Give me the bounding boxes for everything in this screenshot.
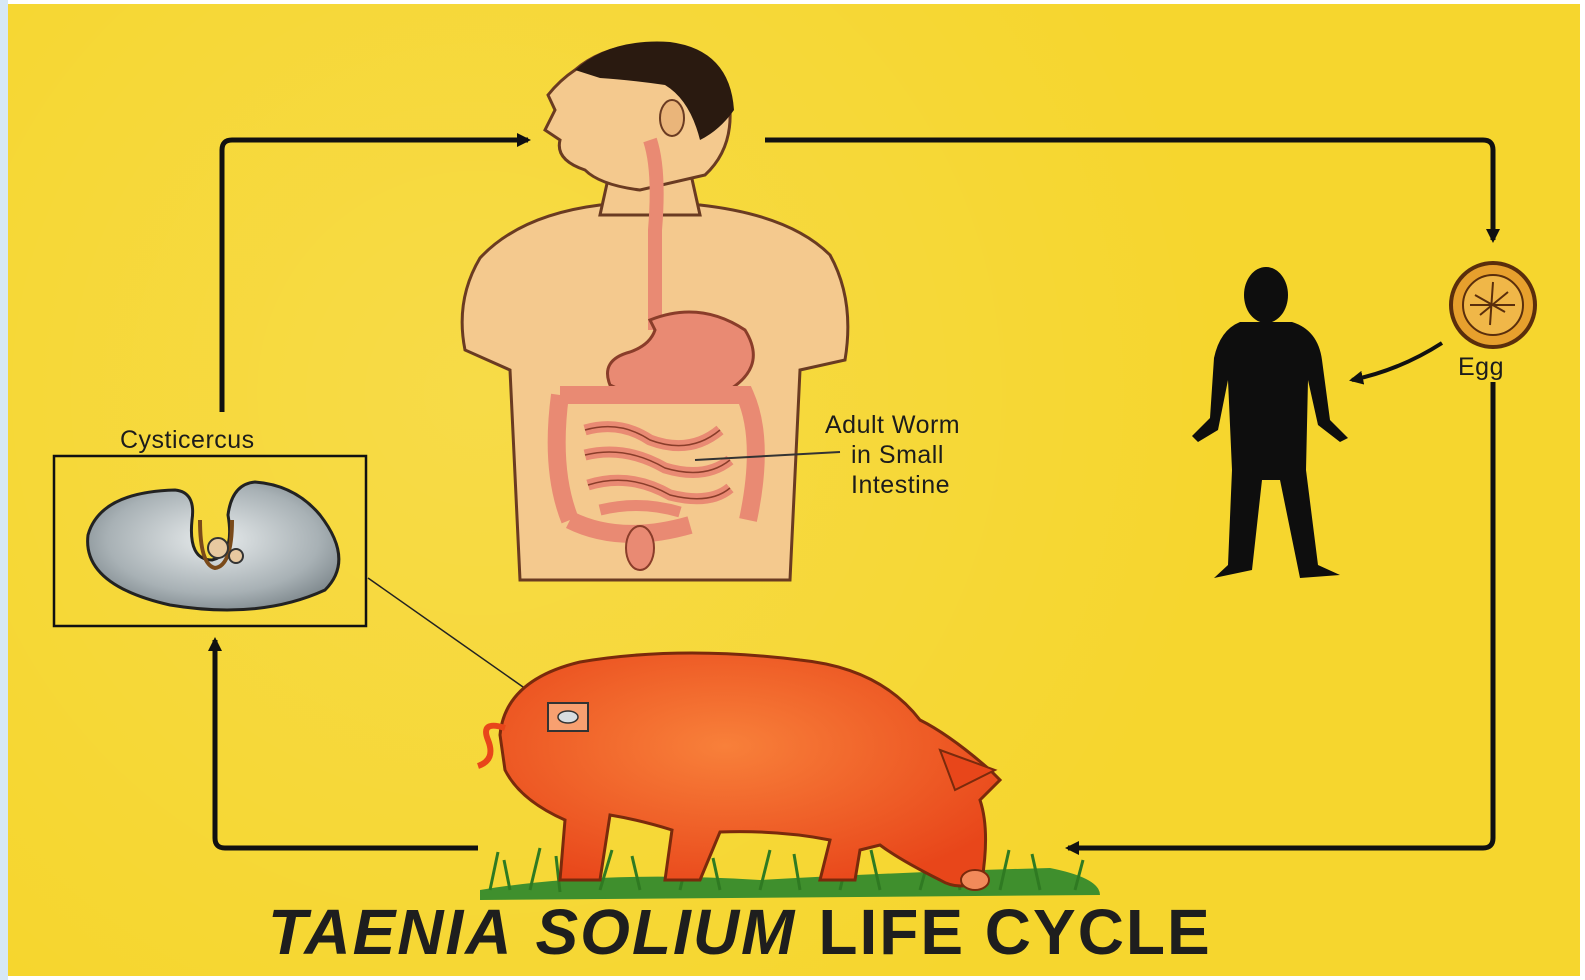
- arrow-egg-to-silhouette: [1352, 343, 1442, 380]
- title-part-life-cycle: LIFE CYCLE: [818, 896, 1211, 968]
- human-figure: [462, 42, 848, 580]
- egg-illustration: [1451, 263, 1535, 347]
- human-silhouette: [1192, 267, 1348, 578]
- adult-worm-label-line-3: Intestine: [825, 470, 960, 500]
- egg-label: Egg: [1458, 352, 1504, 382]
- title-part-taenia: TAENIA: [268, 896, 513, 968]
- arrow-human-to-egg: [765, 140, 1493, 240]
- cysticercus-label: Cysticercus: [120, 425, 255, 455]
- arrow-pig-to-cysticercus: [215, 640, 478, 848]
- pig-illustration: [478, 653, 1000, 890]
- diagram-title: TAENIA SOLIUM LIFE CYCLE: [268, 895, 1398, 969]
- adult-worm-label: Adult Worm in Small Intestine: [825, 410, 960, 500]
- cysticercus-illustration: [88, 482, 339, 610]
- adult-worm-label-line-1: Adult Worm: [825, 410, 960, 440]
- title-part-solium: SOLIUM: [535, 896, 796, 968]
- adult-worm-label-line-2: in Small: [825, 440, 960, 470]
